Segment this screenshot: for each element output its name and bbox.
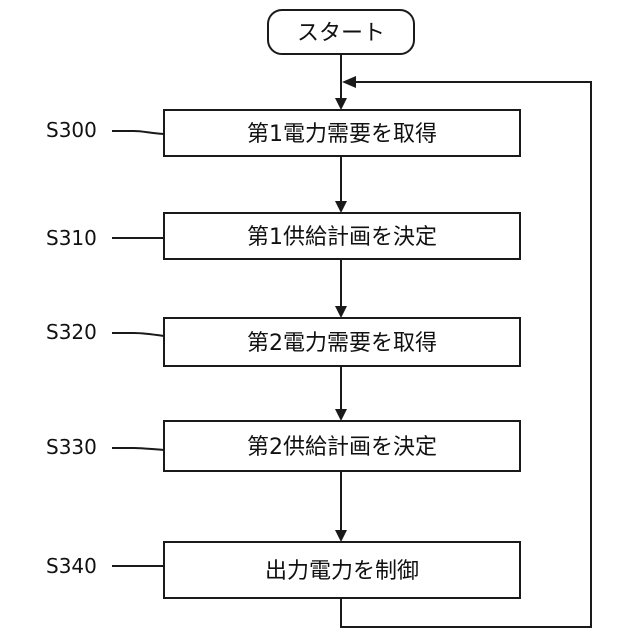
step-s300-leader	[112, 131, 164, 134]
step-s340-label: 出力電力を制御	[265, 559, 419, 584]
step-s300-label: 第1電力需要を取得	[247, 122, 437, 147]
arrowhead-s330	[335, 409, 347, 421]
step-s330: 第2供給計画を決定 S330	[46, 421, 520, 471]
step-s300-id: S300	[46, 118, 97, 142]
start-terminal-label: スタート	[297, 21, 385, 46]
arrowhead-s320	[335, 306, 347, 318]
arrowhead-s310	[335, 201, 347, 213]
step-s340: 出力電力を制御 S340	[46, 542, 520, 598]
step-s340-id: S340	[46, 554, 97, 578]
step-s330-leader	[112, 448, 164, 450]
step-s320-id: S320	[46, 320, 97, 344]
step-s320-leader	[112, 333, 164, 336]
arrowhead-s340	[335, 530, 347, 542]
step-s320-label: 第2電力需要を取得	[247, 331, 437, 356]
step-s310: 第1供給計画を決定 S310	[46, 213, 520, 259]
step-s330-label: 第2供給計画を決定	[247, 435, 437, 460]
arrowhead-s300	[335, 98, 347, 110]
step-s320: 第2電力需要を取得 S320	[46, 318, 520, 366]
loop-back-arrowhead	[342, 76, 356, 88]
step-s310-id: S310	[46, 226, 97, 250]
step-s300: 第1電力需要を取得 S300	[46, 110, 520, 156]
step-s310-label: 第1供給計画を決定	[247, 225, 437, 250]
start-terminal: スタート	[268, 10, 414, 54]
step-s330-id: S330	[46, 435, 97, 459]
